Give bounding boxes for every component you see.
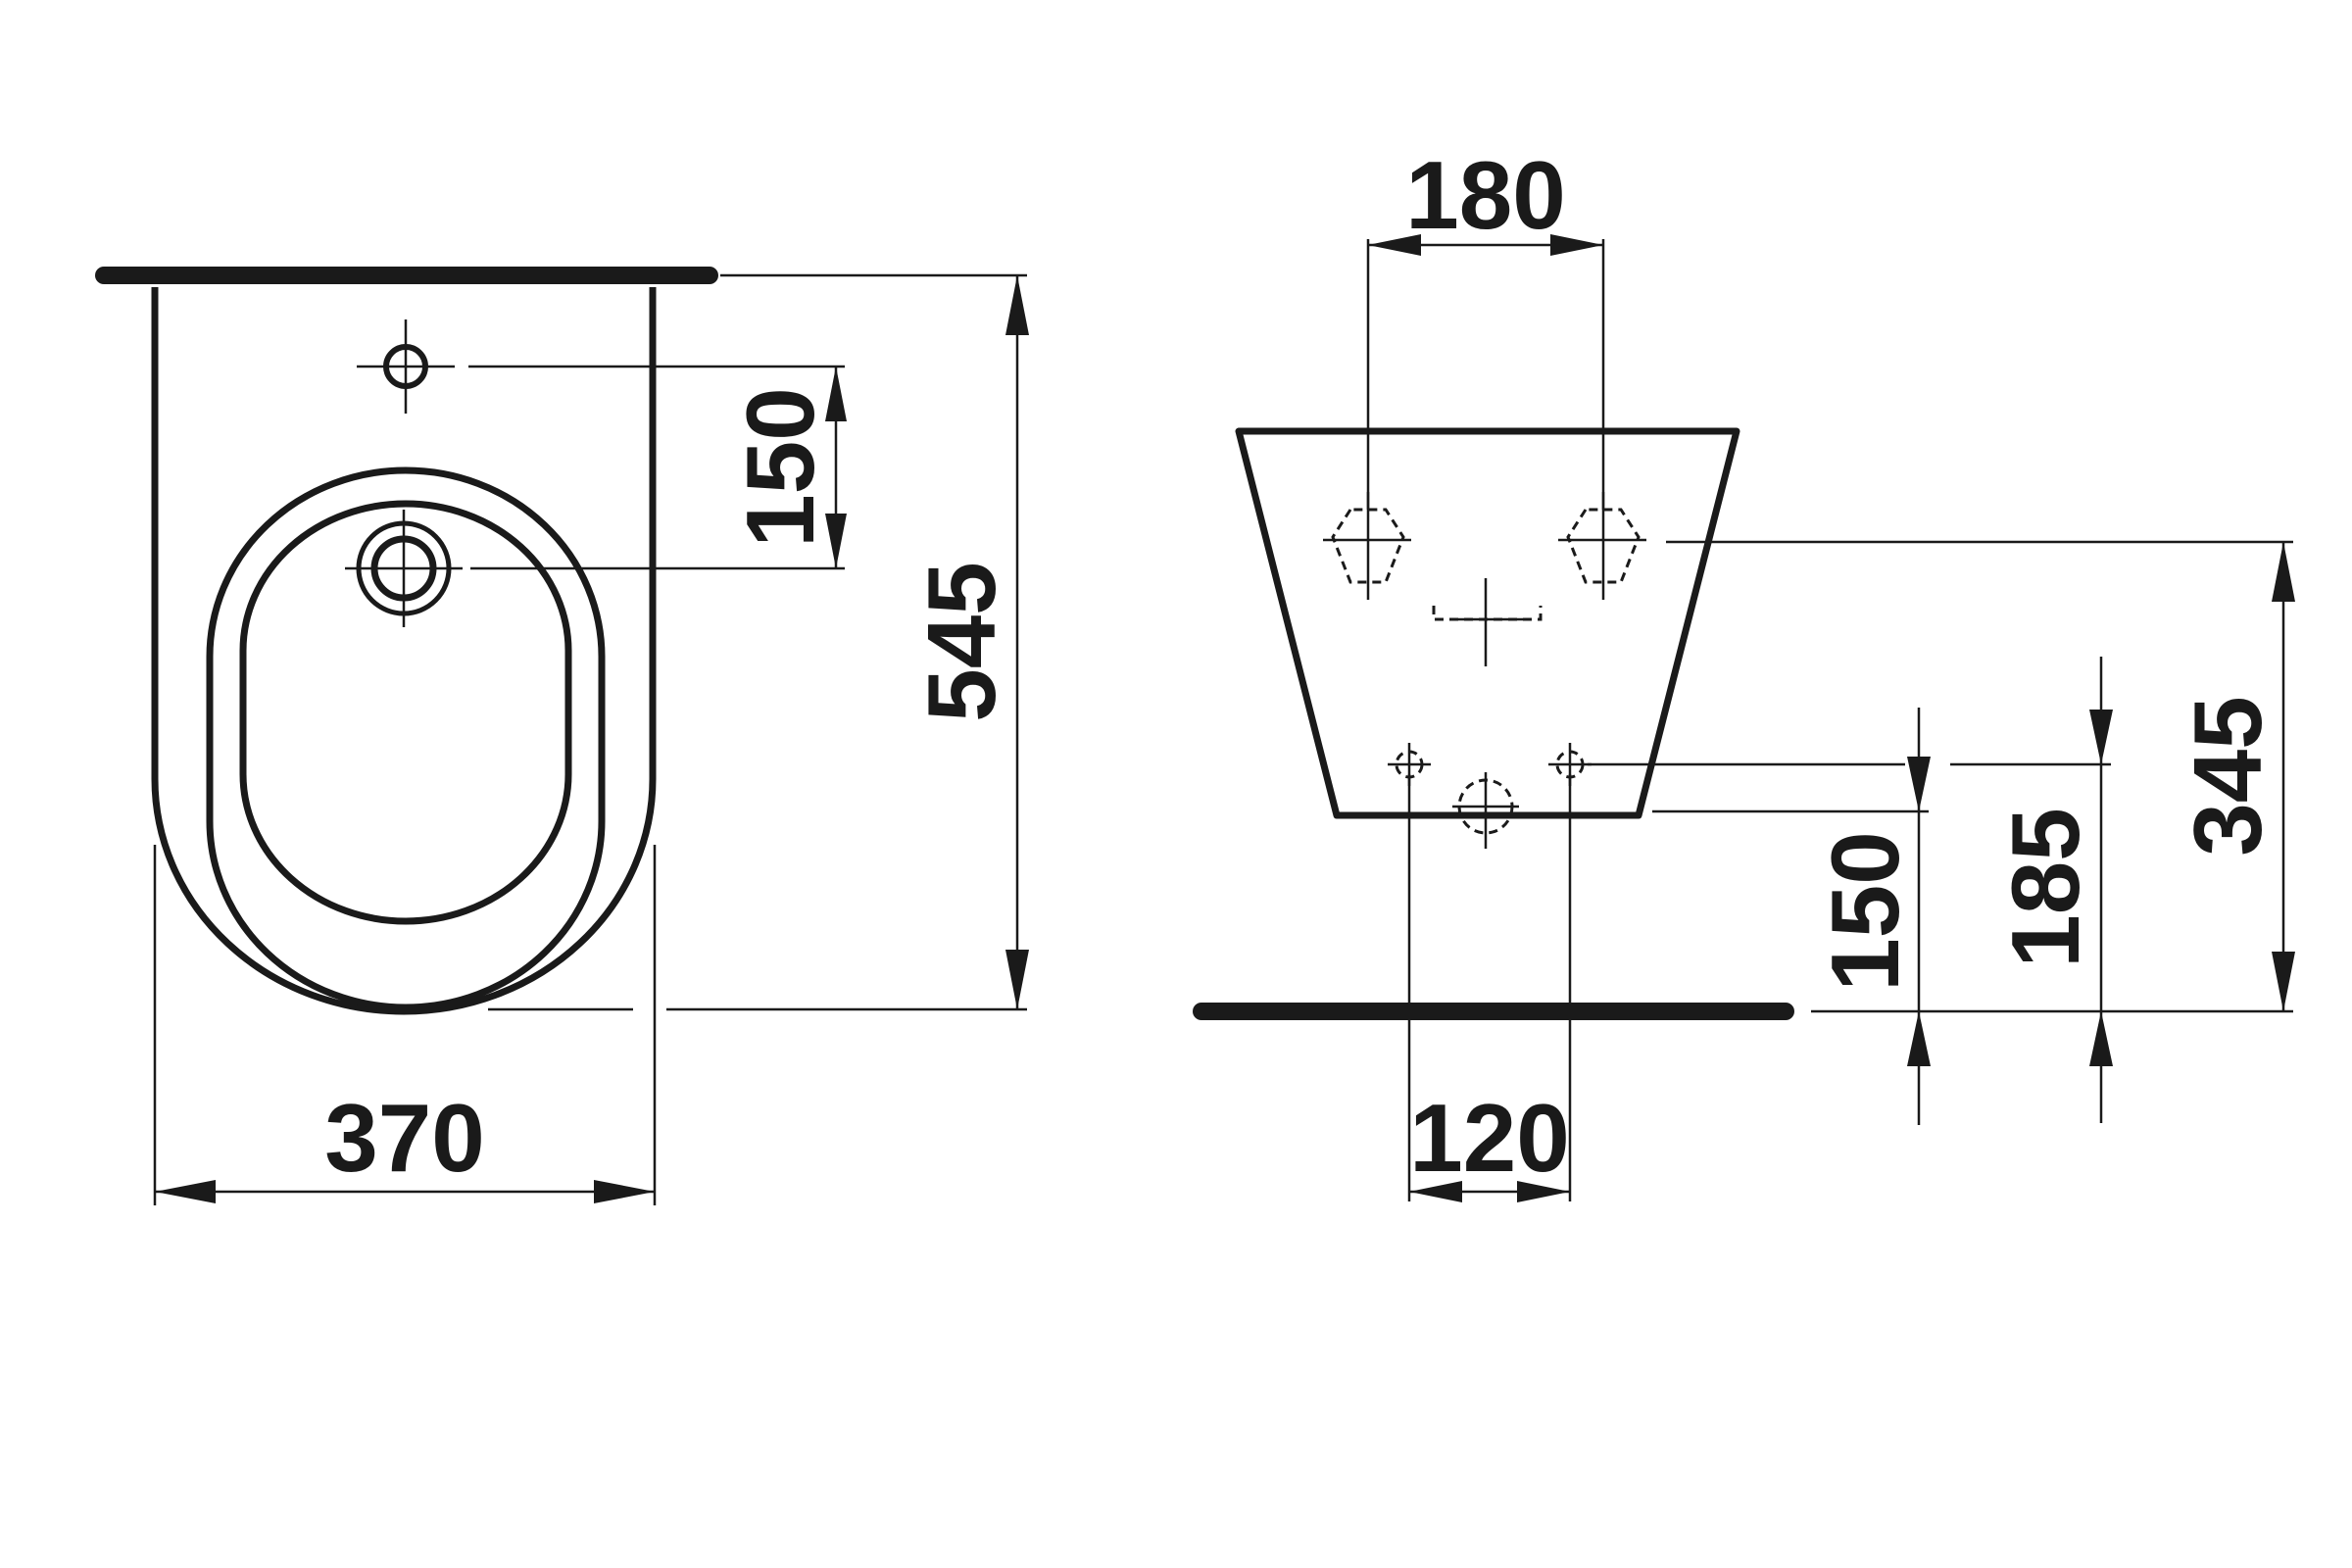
side-view: 180 120 150 185 xyxy=(1193,141,2295,1202)
dim-front-370: 370 xyxy=(155,1084,655,1203)
waste-outlet-icon xyxy=(345,510,463,627)
dim-front-150: 150 xyxy=(726,367,847,568)
dim-label-front-150: 150 xyxy=(726,387,834,548)
front-bowl-inner-rim xyxy=(239,500,572,925)
dim-side-120: 120 xyxy=(1409,1084,1570,1202)
bolt-hole-right-icon xyxy=(1558,492,1646,600)
dim-front-545: 545 xyxy=(907,275,1029,1009)
dim-label-side-150: 150 xyxy=(1811,831,1919,992)
dim-label-side-120: 120 xyxy=(1409,1084,1570,1192)
front-body-outline xyxy=(151,287,657,1015)
dim-side-180: 180 xyxy=(1368,141,1603,256)
water-supply-icon xyxy=(1432,578,1543,666)
front-view: 150 545 370 xyxy=(95,267,1029,1205)
dim-label-front-370: 370 xyxy=(324,1084,485,1192)
tap-hole-icon xyxy=(357,319,455,414)
front-bowl-outer-rim xyxy=(206,466,606,1011)
bolt-hole-left-icon xyxy=(1323,492,1411,600)
dim-label-front-545: 545 xyxy=(907,562,1015,722)
side-body-outline xyxy=(1235,427,1740,819)
dim-label-side-345: 345 xyxy=(2174,696,2281,857)
dim-side-150: 150 xyxy=(1811,708,1931,1125)
dim-side-185: 185 xyxy=(1991,657,2113,1123)
dim-label-side-185: 185 xyxy=(1991,808,2099,968)
dim-side-345: 345 xyxy=(2174,542,2295,1011)
dim-label-side-180: 180 xyxy=(1405,141,1566,249)
drain-outlet-icon xyxy=(1452,772,1519,849)
